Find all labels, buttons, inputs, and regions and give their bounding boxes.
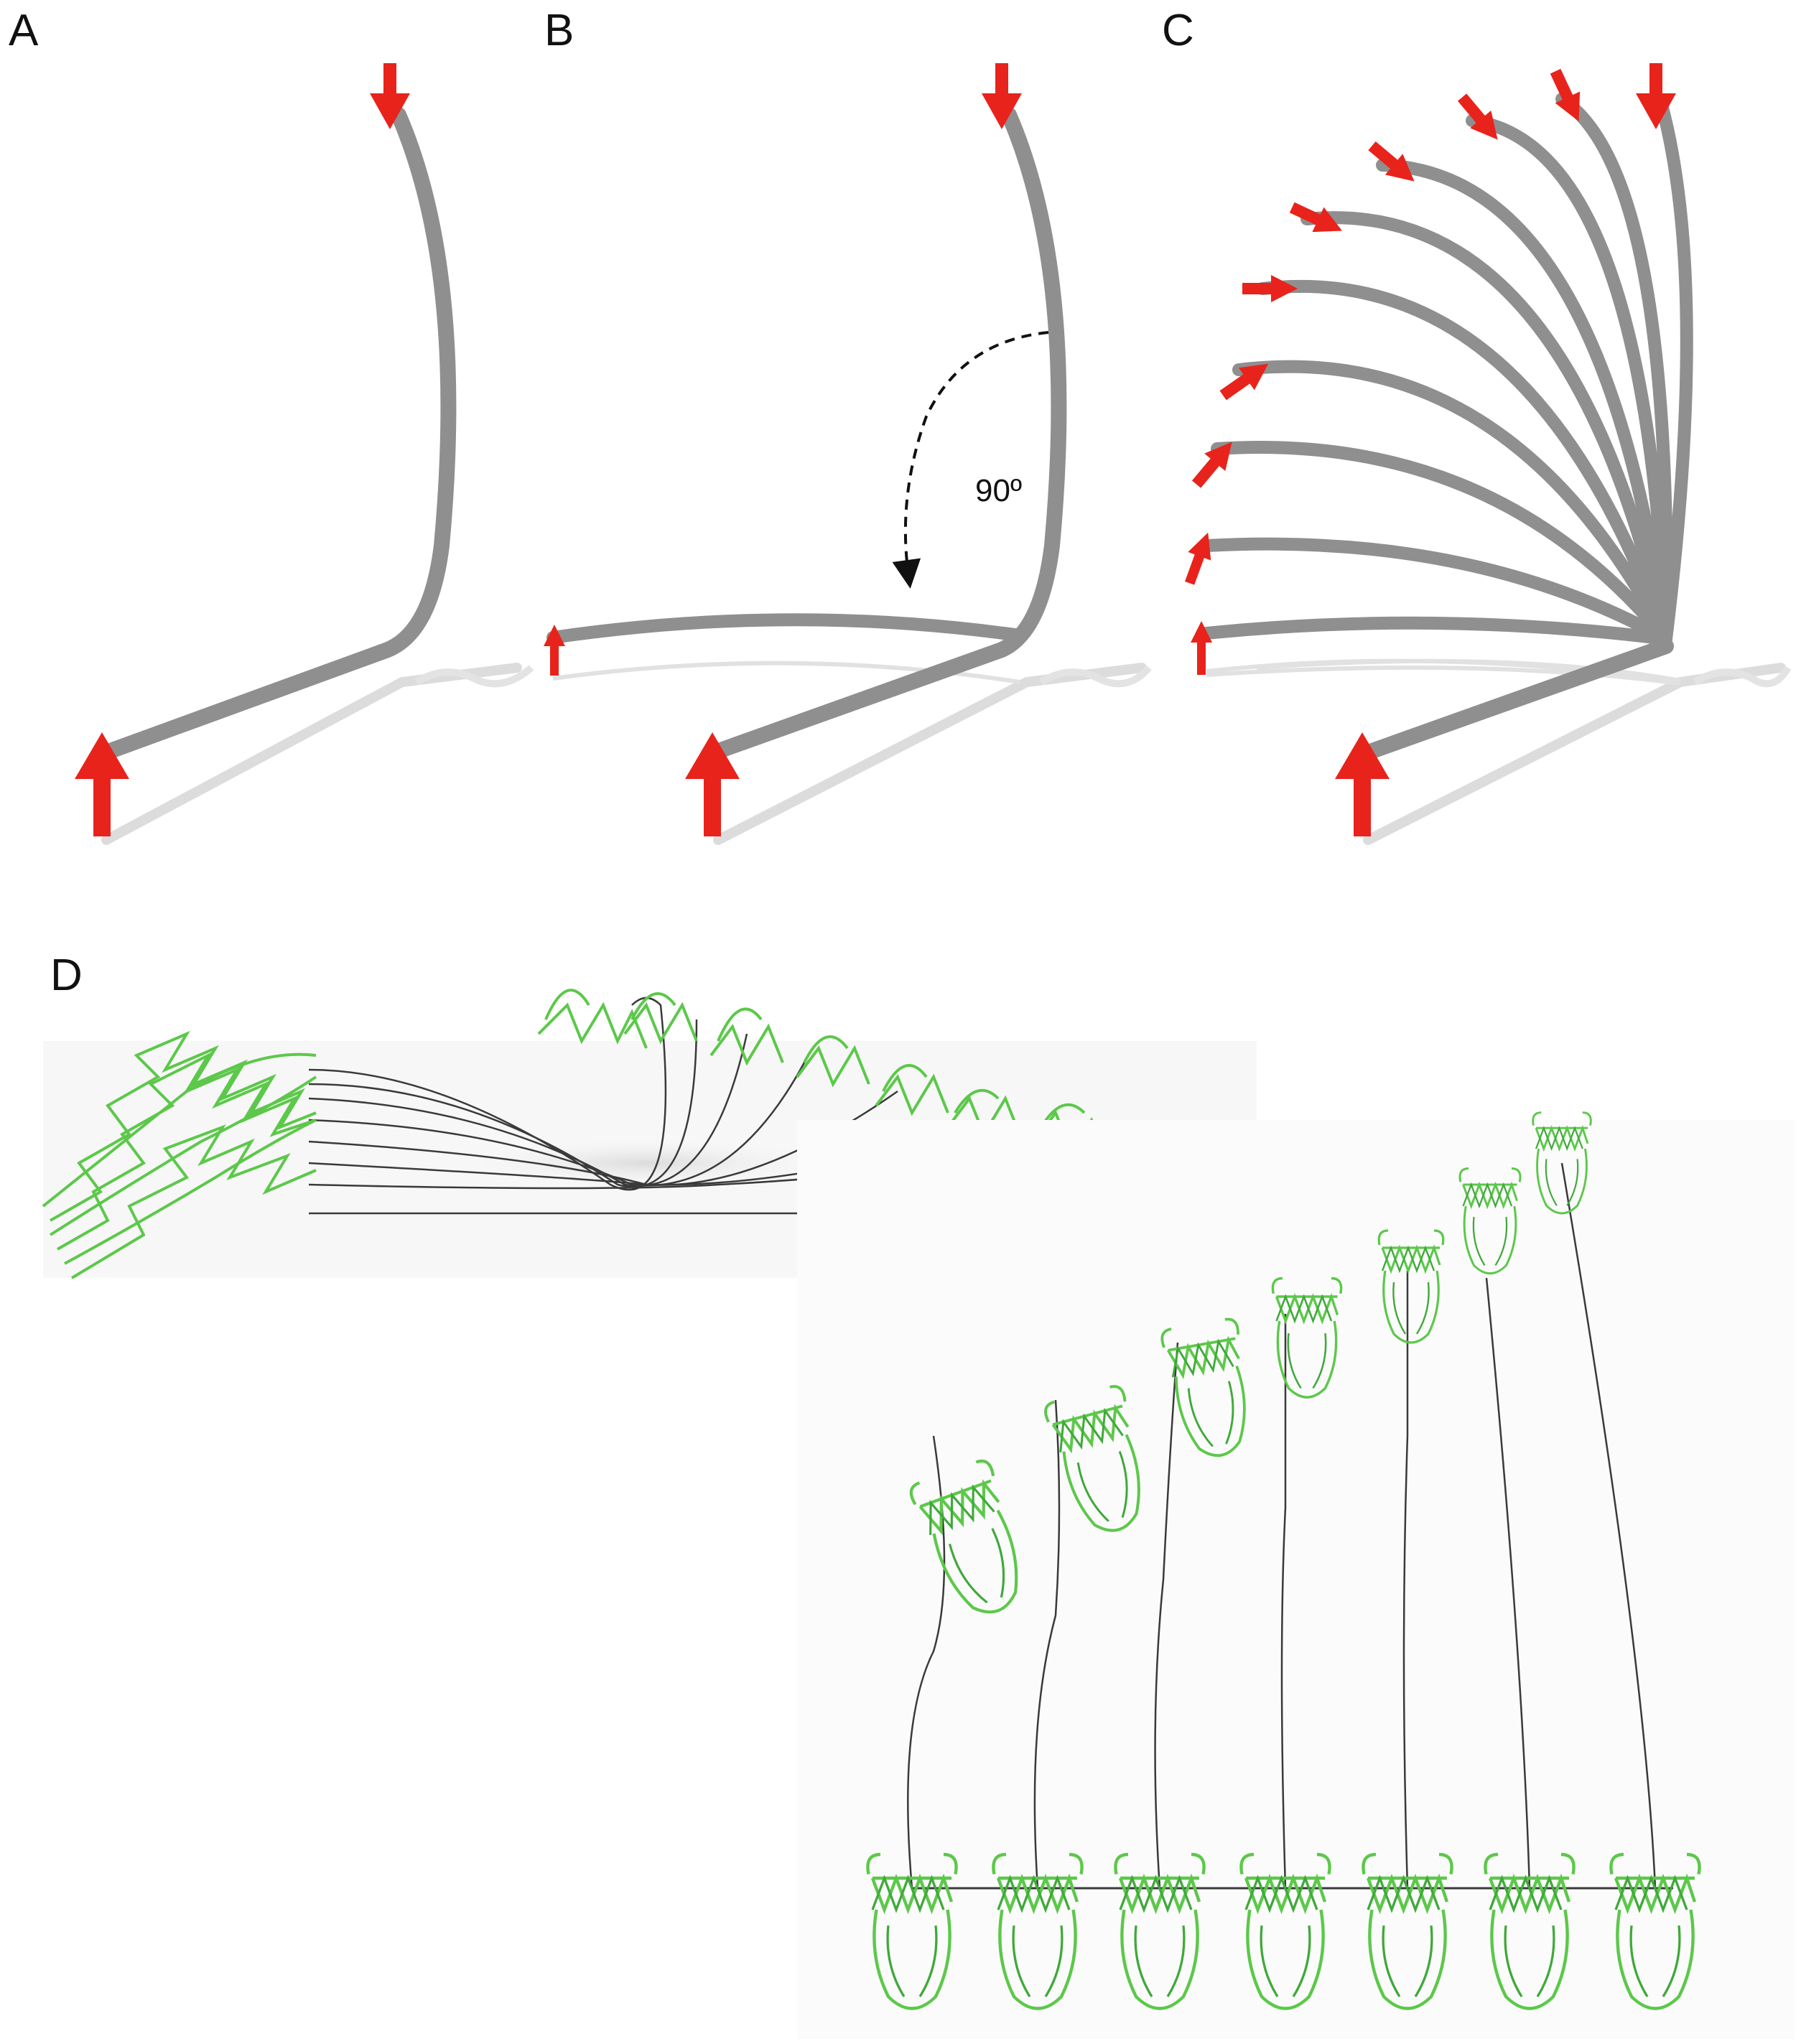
fan-tube xyxy=(1376,159,1672,645)
red-arrow-icon xyxy=(1191,621,1212,675)
red-arrow-icon xyxy=(1219,363,1269,401)
panel-label-c: C xyxy=(1162,6,1194,55)
fan-tube xyxy=(1256,279,1672,645)
fan-tube xyxy=(1300,211,1672,645)
red-arrow-icon xyxy=(685,732,740,836)
red-arrow-icon xyxy=(544,625,565,676)
red-arrow-icon xyxy=(1289,202,1343,233)
floor-shadow xyxy=(101,663,522,845)
stent-stack-left xyxy=(42,1030,317,1279)
tube-fan xyxy=(1200,93,1693,645)
red-arrow-icon xyxy=(1185,532,1211,585)
red-arrow-icon xyxy=(75,732,129,836)
panel-label-d: D xyxy=(50,951,83,1000)
red-arrow-icon xyxy=(370,63,410,129)
red-arrow-icon xyxy=(1457,93,1498,140)
panel-b-diagram xyxy=(544,63,1152,845)
panel-d-diagram xyxy=(42,989,1795,2039)
fan-tube xyxy=(1656,101,1693,645)
floor-shadow-curl xyxy=(1693,666,1792,688)
fan-tube xyxy=(1200,616,1672,645)
red-arrow-icon xyxy=(1191,442,1232,488)
bent-tube xyxy=(98,107,457,760)
panel-a-diagram xyxy=(75,63,534,845)
rotation-direction-arrow xyxy=(892,331,1049,589)
rotated-tube-segment xyxy=(546,613,1026,644)
red-arrow-icon xyxy=(1335,732,1390,836)
floor-shadow xyxy=(1363,663,1786,845)
red-arrow-icon xyxy=(1368,141,1415,182)
red-arrow-icon xyxy=(1636,63,1676,129)
panel-label-b: B xyxy=(544,6,574,55)
floor-shadow-curl xyxy=(414,665,534,688)
floor-shadow-curl xyxy=(1039,665,1152,688)
floor-shadow xyxy=(431,1134,862,1192)
floor-shadow xyxy=(713,663,1147,845)
bend-angle-label: 90º xyxy=(975,473,1023,508)
red-arrow-icon xyxy=(1550,68,1581,122)
fan-tube xyxy=(1466,114,1672,645)
fan-tube xyxy=(1200,537,1672,645)
base-tube xyxy=(1360,638,1674,760)
fan-tube xyxy=(1232,360,1672,645)
guidewire-strands xyxy=(907,1162,1657,1889)
panel-label-a: A xyxy=(9,6,39,55)
red-arrow-icon xyxy=(1242,275,1298,302)
fan-tube xyxy=(1555,93,1673,645)
panel-c-diagram xyxy=(1185,63,1792,845)
bent-tube xyxy=(707,107,1067,760)
red-arrow-icon xyxy=(982,63,1022,129)
fan-tube xyxy=(1211,441,1672,645)
